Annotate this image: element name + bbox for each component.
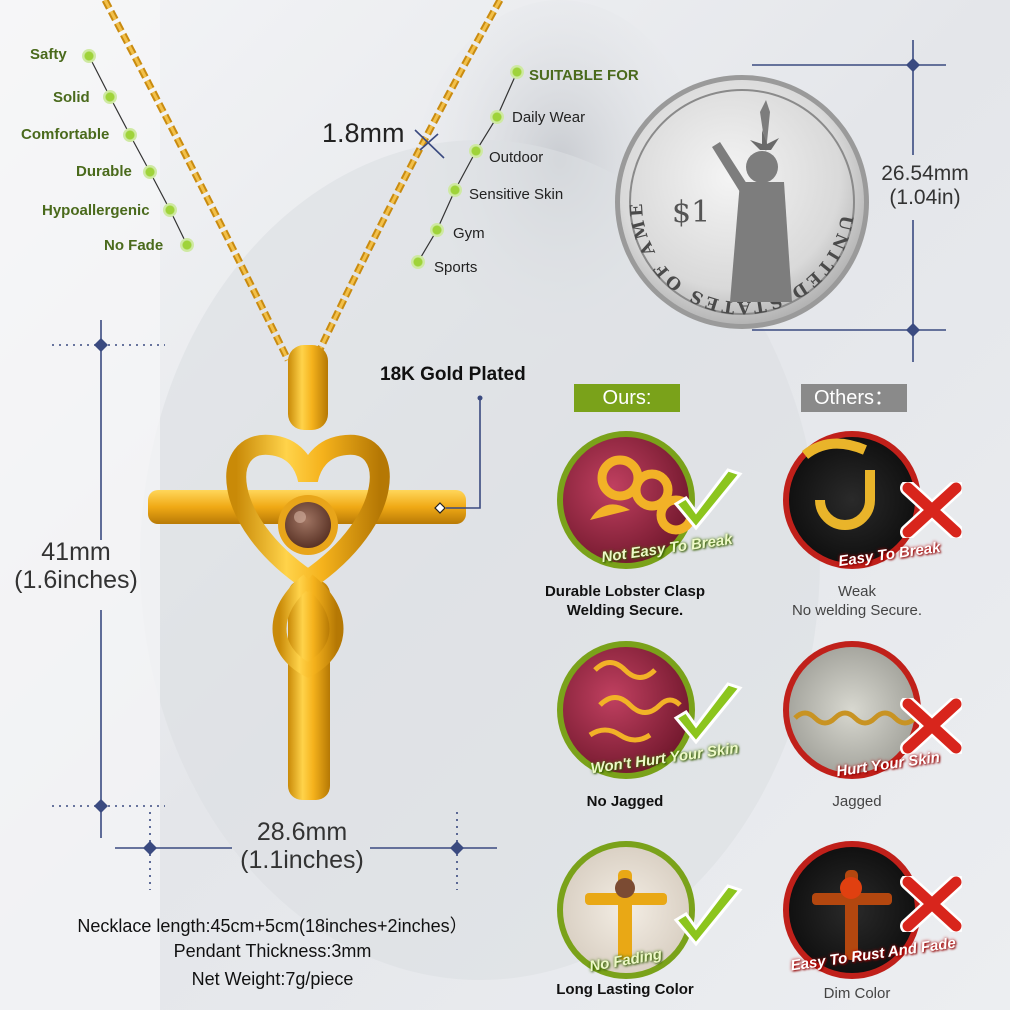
feature-durable: Durable: [76, 163, 132, 180]
pendant-height-mm: 41mm: [41, 538, 111, 566]
suitable-dot-icon: [448, 183, 462, 197]
others-caption-1: Weak No welding Secure.: [752, 582, 962, 620]
ours-caption-2: No Jagged: [586, 793, 664, 810]
check-icon: [673, 884, 743, 947]
cross-pendant: [148, 345, 466, 800]
suitable-item-sports: Sports: [434, 259, 478, 276]
spec-thickness: Pendant Thickness:3mm: [173, 941, 372, 961]
ours-caption-1-line-2: Welding Secure.: [566, 602, 684, 619]
pendant-width-in: (1.1inches): [240, 846, 364, 874]
coin-size-in: (1.04in): [889, 186, 961, 209]
suitable-for-title: SUITABLE FOR: [529, 67, 639, 84]
suitable-item-gym: Gym: [453, 225, 485, 242]
cross-mark-icon: [900, 698, 962, 754]
others-tag: Others：: [801, 384, 907, 412]
ours-tag: Ours:: [574, 384, 680, 412]
feature-dot-icon: [163, 203, 177, 217]
ours-caption-3: Long Lasting Color: [556, 981, 694, 998]
others-caption-2: Jagged: [832, 793, 882, 810]
pendant-width-mm: 28.6mm: [256, 818, 348, 846]
pendant-width-label: 28.6mm (1.1inches): [228, 818, 376, 874]
feature-no-fade: No Fade: [104, 237, 164, 254]
feature-dot-icon: [82, 49, 96, 63]
feature-comfortable: Comfortable: [21, 126, 110, 143]
suitable-dot-icon: [510, 65, 524, 79]
spec-weight: Net Weight:7g/piece: [191, 969, 354, 989]
feature-solid: Solid: [53, 89, 90, 106]
feature-dot-icon: [103, 90, 117, 104]
others-caption-3: Dim Color: [823, 985, 891, 1002]
pendant-height-label: 41mm (1.6inches): [10, 538, 142, 594]
feature-dot-icon: [123, 128, 137, 142]
coin-size-label: 26.54mm (1.04in): [870, 162, 980, 210]
ours-caption-1: Durable Lobster Clasp Welding Secure.: [525, 582, 725, 620]
suitable-item-outdoor: Outdoor: [489, 149, 544, 166]
feature-dot-icon: [143, 165, 157, 179]
check-icon: [673, 468, 743, 531]
cross-mark-icon: [900, 876, 962, 932]
feature-hypoallergenic: Hypoallergenic: [42, 202, 150, 219]
dollar-coin: UNITED STATES OF AMERICA $1: [612, 72, 869, 329]
suitable-item-sensitive-skin: Sensitive Skin: [469, 186, 564, 203]
feature-safty: Safty: [30, 46, 67, 63]
spec-length: Necklace length:45cm+5cm(18inches+2inche…: [77, 916, 468, 936]
suitable-item-daily-wear: Daily Wear: [512, 109, 586, 126]
coin-size-mm: 26.54mm: [881, 162, 969, 185]
suitable-dot-icon: [411, 255, 425, 269]
others-caption-1-line-1: Weak: [837, 583, 877, 600]
suitable-dot-icon: [469, 144, 483, 158]
suitable-dot-icon: [490, 110, 504, 124]
feature-dot-icon: [180, 238, 194, 252]
suitable-dot-icon: [430, 223, 444, 237]
ours-caption-1-line-1: Durable Lobster Clasp: [544, 583, 706, 600]
others-caption-1-line-2: No welding Secure.: [791, 602, 923, 619]
check-icon: [673, 682, 743, 745]
material-label: 18K Gold Plated: [380, 364, 526, 385]
coin-value: $1: [672, 195, 710, 230]
pendant-height-in: (1.6inches): [14, 566, 138, 594]
cross-mark-icon: [900, 482, 962, 538]
chain-thickness-label: 1.8mm: [322, 118, 405, 148]
